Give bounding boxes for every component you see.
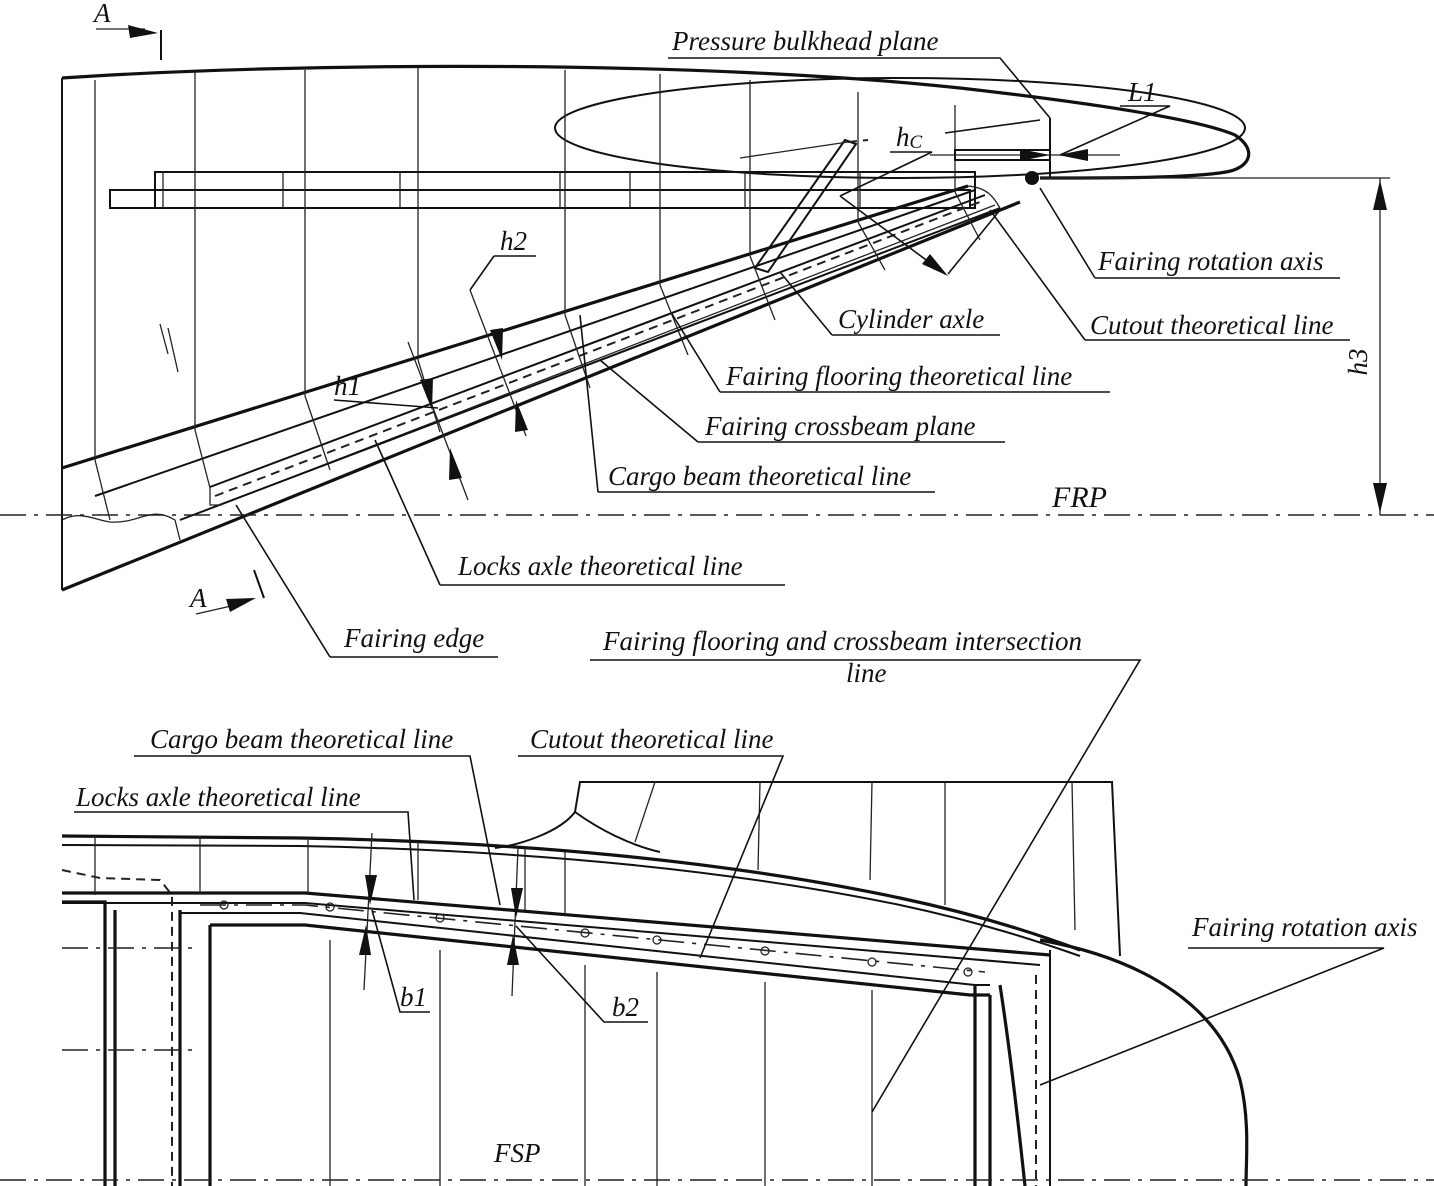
label-fairing-rotation-axis-bottom: Fairing rotation axis (1191, 912, 1418, 942)
fairing-panel (494, 781, 1121, 957)
top-view: A (0, 0, 1434, 658)
rotation-axis-region (930, 149, 1390, 185)
section-mark-top: A (92, 0, 162, 60)
h3-label: h3 (1343, 349, 1373, 376)
bottom-view: Fairing flooring and crossbeam intersect… (0, 626, 1434, 1186)
b-dimensions (359, 832, 648, 1023)
label-fairing-crossbeam: Fairing crossbeam plane (704, 411, 975, 441)
label-cylinder-axle: Cylinder axle (838, 304, 984, 334)
bottom-frame-lines (62, 836, 873, 1186)
label-locks-axle-bottom: Locks axle theoretical line (75, 782, 361, 812)
top-leaders (235, 57, 1350, 658)
label-pressure-bulkhead: Pressure bulkhead plane (671, 26, 938, 56)
section-label-top: A (92, 0, 111, 28)
label-intersection-line-2: line (846, 658, 887, 688)
label-cutout-line-bottom: Cutout theoretical line (530, 724, 773, 754)
label-b1: b1 (400, 982, 427, 1012)
label-cargo-beam-top: Cargo beam theoretical line (608, 461, 911, 491)
locks-axle-line (200, 900, 986, 977)
fairing-upper-skin (61, 184, 969, 470)
pressure-ellipse (554, 77, 1246, 179)
label-frp: FRP (1051, 481, 1107, 514)
fairing-interior-lines (61, 185, 1001, 541)
label-b2: b2 (612, 992, 639, 1022)
outer-top-contour (61, 834, 1081, 952)
outer-top-contour-inner (61, 844, 1081, 957)
label-fairing-rotation-axis: Fairing rotation axis (1097, 246, 1324, 276)
rotation-axis-point (1025, 171, 1039, 185)
label-cutout-line-top: Cutout theoretical line (1090, 310, 1333, 340)
outer-side-contour (1039, 938, 1249, 1186)
label-locks-axle-top: Locks axle theoretical line (457, 551, 743, 581)
label-fairing-edge: Fairing edge (343, 623, 484, 653)
cylinder-actuator (739, 138, 869, 274)
label-fsp: FSP (493, 1138, 541, 1168)
fairing-lower-skin (61, 200, 1021, 592)
h-dimensions (333, 255, 536, 501)
label-cargo-beam-bottom: Cargo beam theoretical line (150, 724, 453, 754)
label-hc: hC (896, 122, 923, 153)
label-l1: L1 (1127, 77, 1157, 107)
label-h1: h1 (334, 371, 361, 401)
cargo-beam-bottom (61, 869, 1051, 1186)
label-intersection-line-1: Fairing flooring and crossbeam intersect… (602, 626, 1082, 656)
label-h2: h2 (500, 226, 527, 256)
fuselage-outer-contour (61, 64, 1251, 180)
section-label-bottom: A (188, 583, 207, 613)
h3-dimension: h3 (1343, 178, 1387, 515)
bottom-leaders (74, 659, 1385, 1113)
frame-lines (94, 68, 1051, 460)
label-fairing-flooring: Fairing flooring theoretical line (725, 361, 1072, 391)
section-mark-bottom: A (159, 323, 265, 615)
